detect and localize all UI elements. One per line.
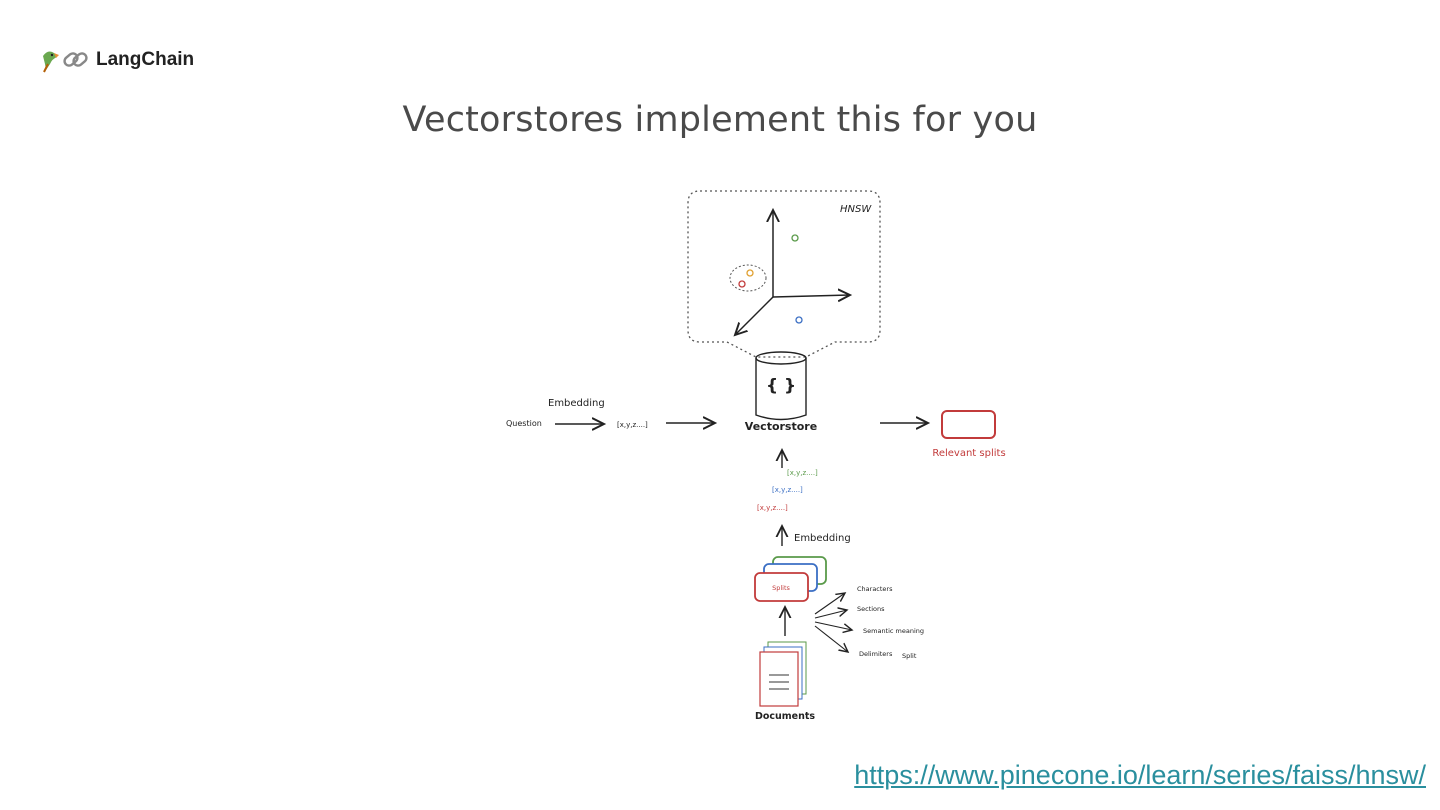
document-page-front [759, 651, 799, 707]
vector-blue: [x,y,z....] [772, 486, 803, 494]
split-method-sections: Sections [857, 605, 885, 613]
vector-green: [x,y,z....] [787, 469, 818, 477]
documents-label: Documents [755, 711, 815, 722]
vectorstore-label: Vectorstore [745, 420, 817, 433]
parrot-chain-icon [43, 51, 88, 73]
query-vector: [x,y,z....] [617, 421, 648, 429]
database-icon [755, 351, 807, 421]
orange-point [746, 269, 754, 277]
vector-space-axes [735, 210, 850, 335]
brand-name: LangChain [96, 49, 195, 70]
slide-title: Vectorstores implement this for you [402, 100, 1038, 140]
vector-red: [x,y,z....] [757, 504, 788, 512]
split-method-delimiters: Delimiters [859, 650, 893, 658]
embedding-top-label: Embedding [548, 398, 605, 409]
green-point [791, 234, 799, 242]
split-method-arrows [814, 593, 852, 652]
split-method-characters: Characters [857, 585, 893, 593]
curly-braces-icon: { } [766, 376, 796, 396]
relevant-splits-box [941, 410, 996, 439]
hnsw-box [687, 190, 881, 358]
split-method-semantic: Semantic meaning [863, 627, 924, 635]
question-label: Question [506, 419, 542, 428]
document-lines-icon [769, 674, 789, 690]
relevant-splits-label: Relevant splits [932, 448, 1005, 459]
split-label: Split [902, 652, 917, 660]
langchain-logo: LangChain [40, 46, 194, 74]
splits-label: Splits [772, 584, 790, 592]
red-point [738, 280, 746, 288]
nearest-cluster [729, 264, 767, 292]
embedding-bottom-label: Embedding [794, 533, 851, 544]
hnsw-label: HNSW [840, 204, 872, 215]
blue-point [795, 316, 803, 324]
source-link[interactable]: https://www.pinecone.io/learn/series/fai… [854, 760, 1426, 790]
split-card-red [754, 572, 809, 602]
